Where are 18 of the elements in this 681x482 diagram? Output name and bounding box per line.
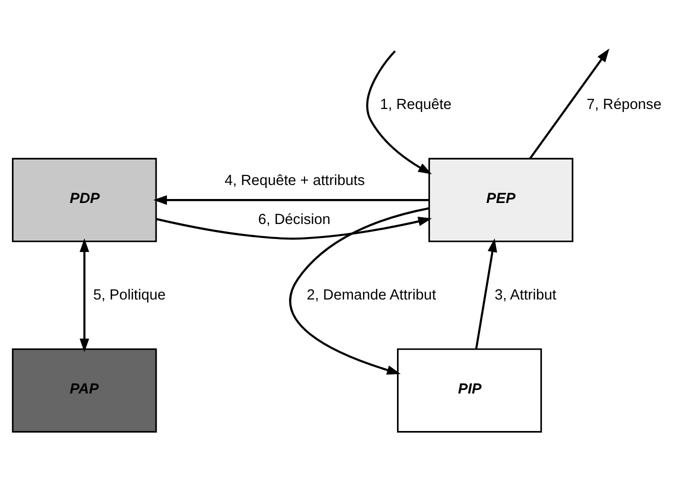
edge-label: 1, Requête xyxy=(380,97,452,114)
arrow xyxy=(289,207,430,375)
node-box: PEP xyxy=(428,158,574,242)
arrow xyxy=(80,238,90,352)
node-box: PIP xyxy=(397,348,542,433)
arrow xyxy=(153,195,429,205)
node-box: PAP xyxy=(12,348,157,433)
edge-label: 3, Attribut xyxy=(494,288,556,304)
edge-label: 6, Décision xyxy=(258,212,330,228)
edge-label: 5, Politique xyxy=(93,288,166,304)
node-box: PDP xyxy=(12,158,157,242)
edge-label: 2, Demande Attribut xyxy=(306,288,436,304)
edge-label: 4, Requête + attributs xyxy=(224,173,365,190)
arrow xyxy=(156,216,432,240)
arrow xyxy=(529,48,610,160)
arrow xyxy=(366,50,432,174)
arrow xyxy=(475,238,498,350)
edge-label: 7, Réponse xyxy=(586,97,662,114)
